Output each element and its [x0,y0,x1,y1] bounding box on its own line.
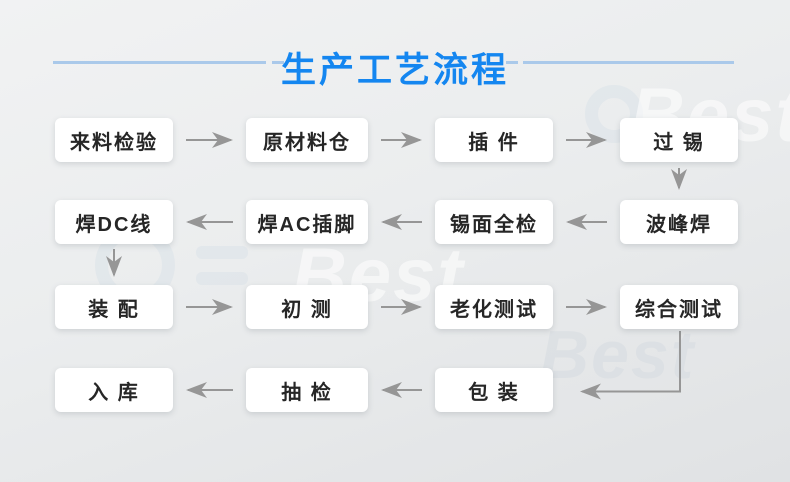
flow-box: 综合测试 [620,285,738,329]
flow-box: 包 装 [435,368,553,412]
flow-box: 焊DC线 [55,200,173,244]
flow-box: 焊AC插脚 [246,200,368,244]
title-decor-dash-left [272,61,284,64]
flow-connector-elbow [580,331,681,400]
flow-box: 锡面全检 [435,200,553,244]
title-decor-line-right [523,61,734,64]
flow-box: 来料检验 [55,118,173,162]
flow-box: 初 测 [246,285,368,329]
flow-box: 抽 检 [246,368,368,412]
flow-box: 入 库 [55,368,173,412]
title-decor-line-left [53,61,266,64]
flow-box: 原材料仓 [246,118,368,162]
title-decor-dash-right [506,61,518,64]
flow-box: 插 件 [435,118,553,162]
flow-box: 老化测试 [435,285,553,329]
flow-box: 波峰焊 [620,200,738,244]
flow-box: 过 锡 [620,118,738,162]
flow-box: 装 配 [55,285,173,329]
page-title: 生产工艺流程 [280,51,509,90]
